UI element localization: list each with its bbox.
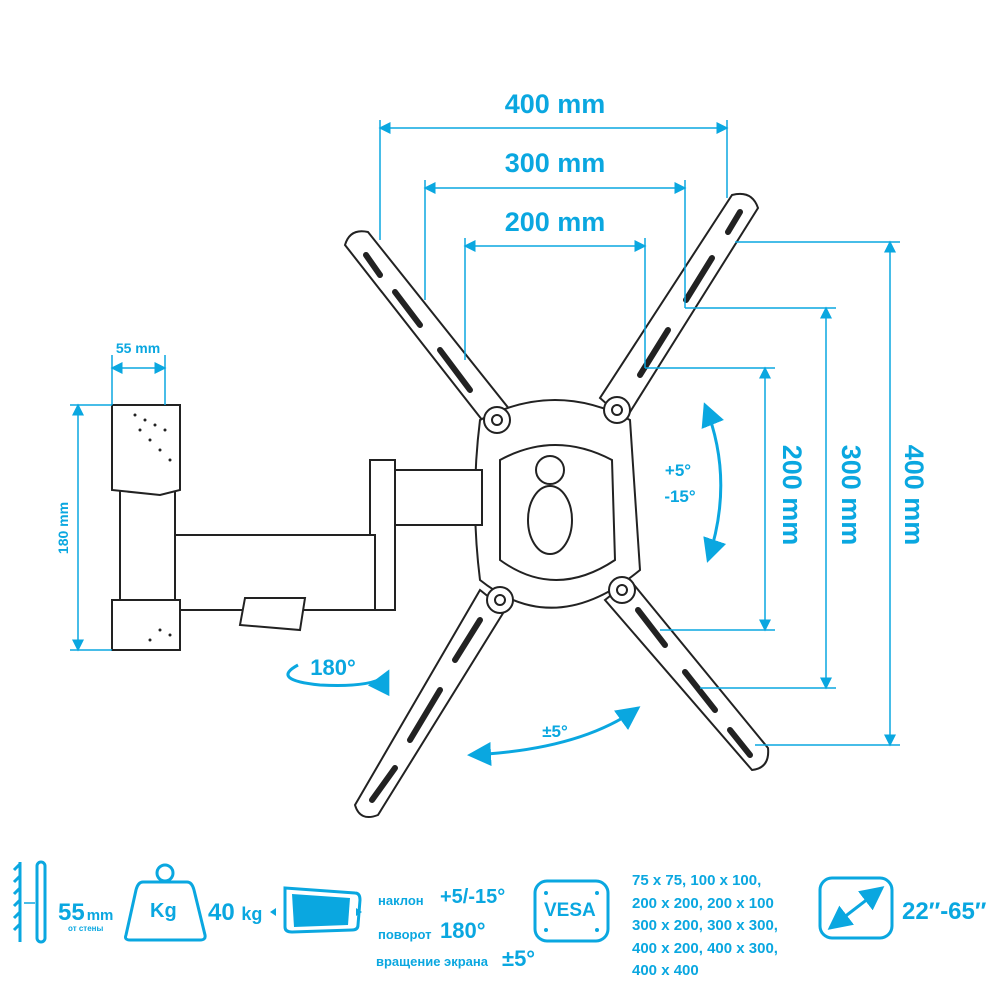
wall-depth-icon: [12, 860, 47, 944]
arm-upper-right: [598, 192, 760, 422]
vesa-list: 75 x 75, 100 x 100, 200 x 200, 200 x 100…: [632, 870, 778, 983]
swivel-spec-value: 180°: [440, 918, 486, 943]
rotate-spec-label: вращение экрана: [376, 954, 488, 969]
vesa-item: 400 x 200, 400 x 300,: [632, 939, 778, 957]
arm-lower-right: [603, 578, 770, 772]
tilt-spec-value: +5/-15°: [440, 886, 506, 908]
screen-size-icon: [818, 876, 894, 940]
dim-height: 180 mm: [55, 502, 71, 554]
vesa-icon: [533, 879, 610, 943]
vesa-item: 400 x 400: [632, 962, 699, 979]
weight-icon: [124, 863, 207, 942]
rotate-label: ±5°: [542, 722, 568, 741]
dim-depth: 55 mm: [116, 340, 160, 356]
dim-400-horizontal: 400 mm: [505, 89, 606, 119]
vesa-item: 75 x 75, 100 x 100,: [632, 872, 762, 889]
arm-upper-left: [343, 230, 512, 432]
dim-400-vertical: 400 mm: [899, 445, 929, 546]
bracket-vents: [133, 413, 172, 642]
dim-300-horizontal: 300 mm: [505, 148, 606, 178]
screen-size-spec: 22″-65″: [902, 898, 987, 925]
weight-spec: 40 kg: [208, 899, 263, 926]
vesa-item: 200 x 200, 200 x 100: [632, 894, 774, 912]
vesa-icon-label: VESA: [544, 900, 596, 921]
center-plate: [474, 396, 642, 614]
dim-300-vertical: 300 mm: [836, 445, 866, 546]
dim-200-horizontal: 200 mm: [505, 207, 606, 237]
swivel-spec-label: поворот: [378, 927, 432, 942]
rotate-spec-value: ±5°: [502, 946, 536, 971]
tilt-spec-label: наклон: [378, 893, 424, 908]
wall-bracket: [111, 404, 483, 651]
depth-caption: от стены: [68, 924, 104, 933]
weight-icon-label: Kg: [150, 900, 177, 922]
swivel-label: 180°: [310, 655, 356, 680]
vesa-item: 300 x 200, 300 x 300,: [632, 917, 778, 934]
dim-200-vertical: 200 mm: [777, 445, 807, 546]
arm-lower-left: [353, 588, 507, 818]
tilt-swivel-icon: [270, 886, 362, 934]
dimension-lines: [70, 120, 900, 767]
tilt-down-label: -15°: [664, 487, 696, 506]
tilt-up-label: +5°: [665, 461, 691, 480]
mount-arms: [343, 192, 770, 818]
